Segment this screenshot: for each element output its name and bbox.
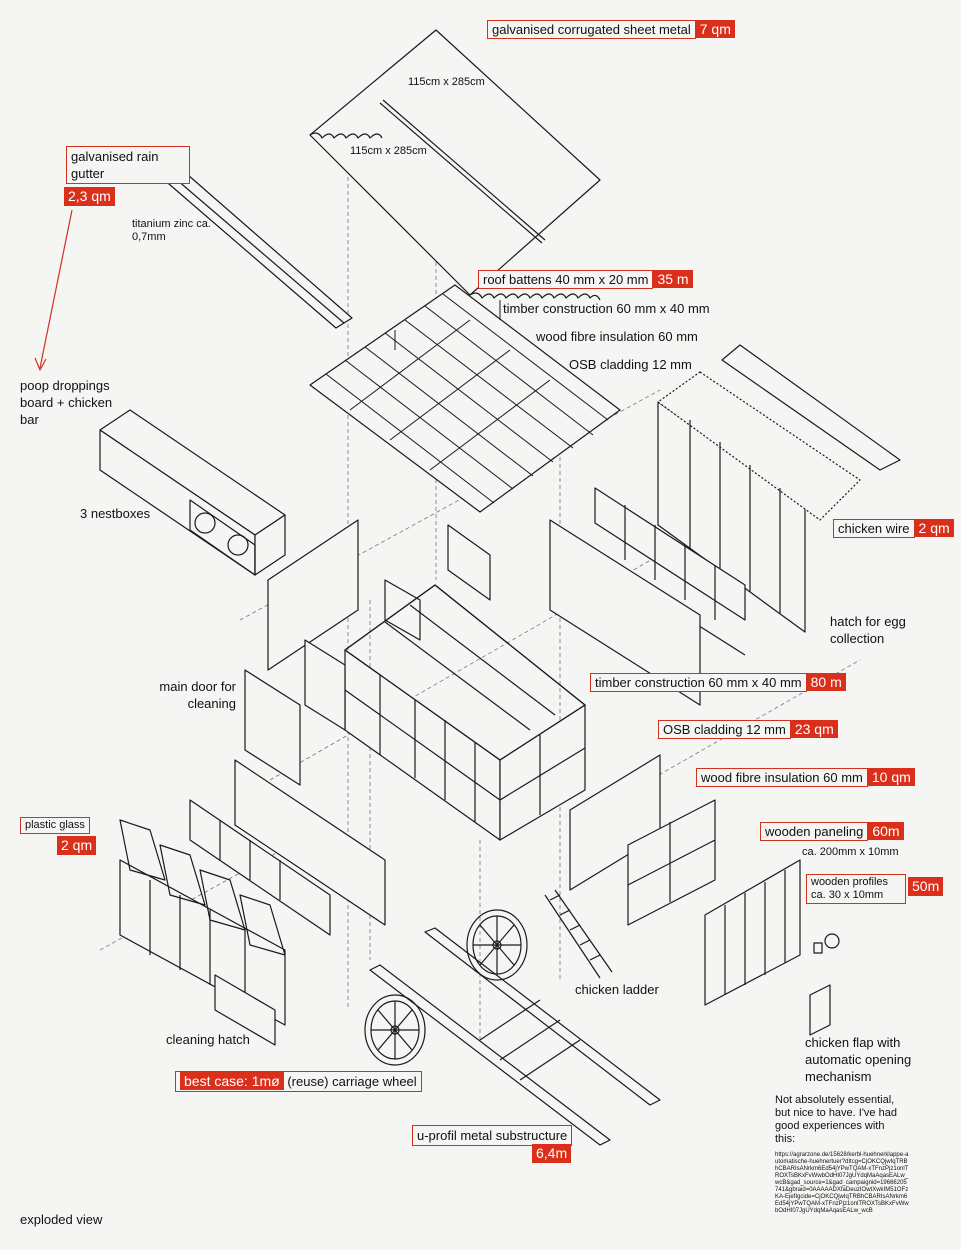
dimension-lower: 115cm x 285cm [350,145,427,157]
roof-battens-qty: 35 m [653,270,693,288]
timber-qty: 80 m [806,673,846,691]
front-panel-icon [189,759,386,936]
chicken-flap-label: chicken flap with automatic opening mech… [805,1035,912,1084]
paneling-dim: ca. 200mm x 10mm [802,846,899,858]
substructure-qty: 6,4m [532,1144,572,1163]
roof-battens-icon [309,284,621,513]
paneling-qty: 60m [868,822,904,840]
leader-arrow [34,209,73,371]
wooden-paneling-icon [704,859,801,1006]
insulation-qty: 10 qm [867,768,915,786]
substructure-label: u-profil metal substructure [412,1125,573,1146]
profiles-label: wooden profiles ca. 30 x 10mm [806,874,906,904]
roof-insulation-label: wood fibre insulation 60 mm [536,329,698,344]
chicken-ladder-label: chicken ladder [575,982,659,997]
poop-board-label: poop droppings board + chicken bar [20,378,113,427]
roof-osb-label: OSB cladding 12 mm [569,357,692,372]
dimension-upper: 115cm x 285cm [408,76,485,88]
osb-back-panel-icon [549,519,701,706]
gutter-qty: 2,3 qm [64,187,115,206]
metal-substructure-icon [369,927,661,1146]
main-door-label: main door for cleaning [159,679,236,711]
carriage-wheel-icon [364,909,528,1066]
plastic-glass-qty: 2 qm [57,836,97,855]
main-door-icon [244,639,346,786]
hatch-egg-label: hatch for egg collection [830,614,906,646]
roof-sheet-icon [309,29,601,301]
view-title: exploded view [20,1212,103,1227]
chicken-flap-icon [809,933,840,1036]
profiles-qty: 50m [908,877,944,896]
wheel-best-case: best case: 1mø [180,1072,284,1090]
note-text: Not absolutely essential, but nice to ha… [775,1094,897,1145]
roof-sheet-qty: 7 qm [695,20,735,38]
roof-timber-label: timber construction 60 mm x 40 mm [503,301,710,316]
timber-frame-icon [344,584,586,841]
wheel-label: best case: 1mø (reuse) carriage wheel [175,1071,422,1092]
side-panel-left-icon [267,519,491,671]
cleaning-hatch-label: cleaning hatch [166,1032,250,1047]
window-front-icon [119,819,286,1026]
nestboxes-icon [99,409,286,576]
url-text: https://agrarzone.de/15628/kerbl-huehner… [775,1152,909,1214]
chicken-wire-panel-icon [657,344,901,633]
insulation-right-icon [627,799,716,926]
chicken-wire-qty: 2 qm [914,519,954,537]
chicken-ladder-icon [544,889,613,979]
gutter-label: galvanised rain gutter [66,146,190,184]
rain-gutter-icon [161,167,353,329]
plastic-glass-label: plastic glass [20,817,90,834]
osb-qty: 23 qm [790,720,838,738]
nestboxes-label: 3 nestboxes [80,506,151,521]
gutter-material: titanium zinc ca. 0,7mm [132,218,211,243]
cleaning-hatch-icon [214,974,276,1046]
